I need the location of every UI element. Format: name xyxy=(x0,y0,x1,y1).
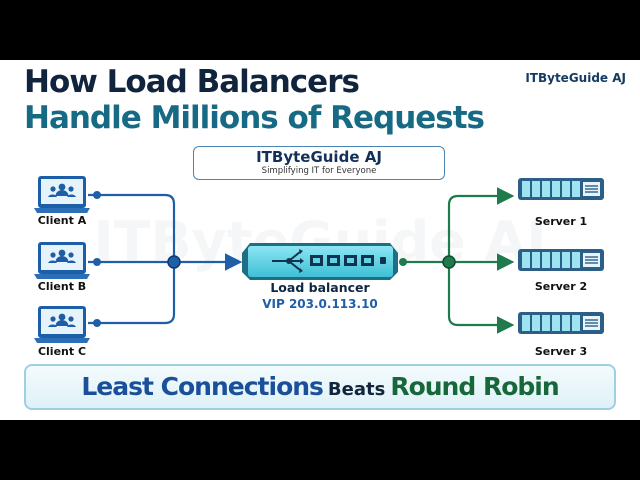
brand-box-title: ITByteGuide AJ xyxy=(256,148,382,166)
client-b-port-dot xyxy=(93,258,101,266)
title-line-2: Handle Millions of Requests xyxy=(24,100,485,136)
client-a-laptop-icon xyxy=(34,176,90,213)
client-c-port-dot xyxy=(93,319,101,327)
title-line-1: How Load Balancers xyxy=(24,64,360,100)
server-junction-dot xyxy=(442,255,456,269)
network-diagram xyxy=(34,176,605,343)
client-c-label: Client C xyxy=(37,345,87,358)
thumbnail-frame: ITByteGuide AJ How Load Balancers Handle… xyxy=(0,60,640,420)
client-a-port-dot xyxy=(93,191,101,199)
server-2-rack-icon xyxy=(517,248,605,272)
lb-out-port-dot xyxy=(399,258,407,266)
server-3-rack-icon xyxy=(517,311,605,335)
client-b-label: Client B xyxy=(37,280,87,293)
client-junction-dot xyxy=(167,255,181,269)
banner-beats: Beats xyxy=(327,379,386,400)
link-client-c xyxy=(88,262,176,325)
load-balancer-label: Load balancer xyxy=(270,280,370,295)
client-links xyxy=(88,191,243,327)
client-c-laptop-icon xyxy=(34,306,90,343)
client-b-laptop-icon xyxy=(34,242,90,279)
banner-least-connections: Least Connections xyxy=(81,372,324,401)
load-balancer-appliance-icon xyxy=(242,243,398,280)
server-1-label: Server 1 xyxy=(534,215,588,228)
banner-round-robin: Round Robin xyxy=(390,372,559,401)
brand-box-subtitle: Simplifying IT for Everyone xyxy=(261,166,377,176)
server-2-label: Server 2 xyxy=(534,280,588,293)
client-a-label: Client A xyxy=(37,214,87,227)
link-server-1 xyxy=(447,187,515,262)
server-3-label: Server 3 xyxy=(534,345,588,358)
link-server-3 xyxy=(447,262,515,334)
brand-corner-label: ITByteGuide AJ xyxy=(525,71,626,85)
link-client-a xyxy=(88,193,176,262)
load-balancer-vip: VIP 203.0.113.10 xyxy=(262,297,378,311)
server-1-rack-icon xyxy=(517,177,605,201)
brand-box: ITByteGuide AJ Simplifying IT for Everyo… xyxy=(193,146,445,180)
server-links xyxy=(399,187,515,334)
